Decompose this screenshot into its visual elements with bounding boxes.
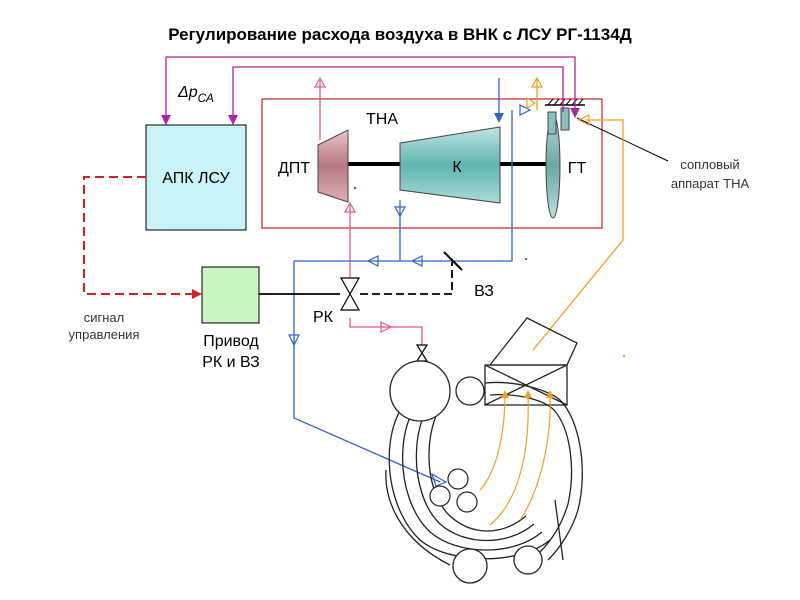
orange-arrow-right [526,96,537,110]
boiler-airflow-tip-2 [524,390,532,398]
dpt-turbine [317,129,349,203]
tna-label: ТНА [366,111,398,128]
orange-arrow-up [530,76,544,88]
mark-dot-1 [353,186,357,190]
blue-air-lines [293,78,513,483]
boiler-burner-3 [456,491,478,513]
pink-arrow-exhaust [313,76,327,88]
drive-label-line1: Привод [203,333,259,350]
boiler-collector-2 [513,545,543,575]
drum-valve [415,344,429,362]
boiler-burner-1 [447,468,469,490]
boiler-airflow-tip-1 [501,390,509,398]
signal-label-line1: сигнал [84,310,125,325]
boiler-airflow-arrows [479,392,551,526]
magenta-arrow-nozzle [570,108,580,118]
diagram-title: Регулирование расхода воздуха в ВНК с ЛС… [168,25,632,44]
control-signal-arrow [192,289,202,299]
boiler-collector-1 [452,548,488,584]
tna-frame [261,98,603,229]
blue-arrow-down [288,334,300,347]
magenta-pressure-lines [165,56,576,125]
nozzle-label-line1: сопловый [680,157,739,172]
mark-dot-3 [622,354,626,358]
magenta-arrow-right [228,115,238,125]
blue-arrow-mid1 [410,255,423,267]
blue-arrow-boiler [430,472,448,487]
boiler-vnk [385,317,583,566]
blue-arrow-mid2 [366,255,379,267]
nozzle-apparatus [545,98,585,135]
magenta-arrow-left [161,115,171,125]
boiler-airflow-tip-3 [546,390,554,398]
blue-arrow-compressor-in [494,113,504,123]
blue-arrow-top-right [519,104,532,116]
vz-flap [443,251,463,271]
pink-air-line [319,80,423,345]
vz-label: ВЗ [474,283,494,300]
compressor-k [399,126,501,204]
drive-label-line2: РК и ВЗ [202,354,260,371]
boiler-small-drum [455,376,485,406]
compressor-label: К [452,159,462,176]
signal-label-line2: управления [69,327,140,342]
mark-dot-2 [524,257,528,261]
dp-subscript: СА [198,91,214,105]
rk-label: РК [313,309,334,326]
dpt-label: ДПТ [278,160,310,177]
apk-lsu-label: АПК ЛСУ [162,170,230,187]
dp-symbol: Δp [177,84,198,101]
dp-ca-label: ΔpСА [177,84,214,105]
gt-label: ГТ [568,160,587,177]
drive-block [201,266,260,324]
boiler-burner-2 [429,485,451,507]
pink-arrow-rk [380,321,393,333]
linkage-dashed-vz [360,262,453,295]
rk-valve [339,277,361,311]
orange-lines [532,78,624,351]
nozzle-label-line2: аппарат ТНА [671,176,750,191]
control-signal-line [83,176,194,295]
orange-arrow-nozzle [577,114,590,126]
pink-arrow-dpt-in [343,201,357,213]
boiler-drum [389,360,451,422]
blue-arrow-compressor-out [393,206,407,218]
